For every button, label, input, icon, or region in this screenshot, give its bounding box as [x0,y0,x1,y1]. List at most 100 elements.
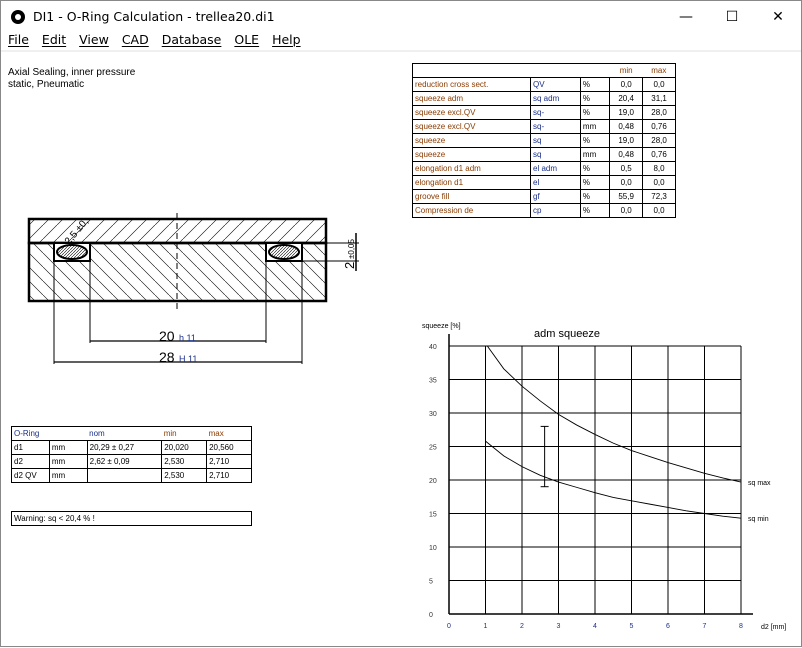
minimize-button[interactable]: — [679,8,693,25]
maximize-button[interactable]: ☐ [725,8,739,25]
cell-unit: % [579,77,611,92]
y-tick-label: 35 [429,378,437,385]
y-tick-label: 10 [429,545,437,552]
cell-label: elongation d1 [412,175,531,190]
menu-file[interactable]: File [8,32,29,47]
cell-label: d2 QV [11,468,50,483]
x-axis-label: d2 [mm] [761,624,786,631]
cell-unit: % [579,105,611,120]
cell-max: 0,76 [642,147,676,162]
cell-max: 0,0 [642,175,676,190]
menu-view[interactable]: View [79,32,109,47]
cell-min: 20,4 [609,91,644,106]
cell-sym: QV [530,77,581,92]
y-tick-label: 15 [429,512,437,519]
seal-cross-section-drawing: 20 h 11 28 H 11 2 ±0,05 2,5 ±0, [27,213,359,365]
cell-min: 0,5 [609,161,644,176]
cell-max: 0,0 [642,203,676,218]
cell-sym: el adm [530,161,581,176]
y-tick-label: 20 [429,478,437,485]
cell-min: 20,020 [161,440,208,455]
header-min: min [161,426,207,441]
ring-dim: 2,5 ±0, [63,216,91,246]
header-max: max [206,426,252,441]
series-label: sq min [748,516,769,523]
cell-label: Compression de [412,203,531,218]
cell-unit: % [579,189,611,204]
cell-label: groove fill [412,189,531,204]
cell-label: squeeze adm [412,91,531,106]
header-nom: nom [87,426,162,441]
cell-sym: gf [530,189,581,204]
cell-label: d1 [11,440,50,455]
header-min: min [609,63,643,78]
y-tick-label: 30 [429,411,437,418]
dim-outer: 28 [159,349,175,365]
window-title: DI1 - O-Ring Calculation - trellea20.di1 [33,9,275,24]
description-line-2: static, Pneumatic [8,79,85,90]
cell-label: squeeze [412,133,531,148]
y-tick-label: 40 [429,344,437,351]
cell-unit: mm [579,119,611,134]
cell-min: 19,0 [609,105,644,120]
cell-max: 0,76 [642,119,676,134]
x-tick-label: 1 [484,623,488,630]
x-tick-label: 2 [520,623,524,630]
y-tick-label: 5 [429,579,433,586]
cell-label: reduction cross sect. [412,77,531,92]
y-axis-label: squeeze [%] [422,323,461,330]
cell-label: squeeze [412,147,531,162]
cell-nom: 2,62 ± 0,09 [86,454,163,469]
menu-ole[interactable]: OLE [234,32,260,47]
cell-min: 19,0 [609,133,644,148]
groove-depth: 2 [342,262,357,269]
cell-unit: mm [579,147,611,162]
menu-cad[interactable]: CAD [121,32,149,47]
cell-sym: el [530,175,581,190]
series-line-sq-max [486,345,742,483]
description-line-1: Axial Sealing, inner pressure [8,67,136,78]
menu-database[interactable]: Database [161,32,222,47]
close-button[interactable]: ✕ [772,8,784,25]
x-tick-label: 0 [447,623,451,630]
cell-max: 2,710 [206,454,252,469]
cell-min: 55,9 [609,189,644,204]
menu-bar: File Edit View CAD Database OLE Help [1,32,801,52]
tol-inner: h 11 [179,333,196,343]
cell-min: 0,0 [609,203,644,218]
cell-label: squeeze excl.QV [412,119,531,134]
menu-help[interactable]: Help [272,32,301,47]
menu-edit[interactable]: Edit [41,32,67,47]
cell-label: squeeze excl.QV [412,105,531,120]
cell-label: elongation d1 adm [412,161,531,176]
groove-tol: ±0,05 [347,238,356,259]
cell-min: 0,48 [609,147,644,162]
cell-unit: mm [48,440,88,455]
header-max: max [642,63,676,78]
cell-min: 2,530 [161,454,208,469]
y-tick-label: 0 [429,612,433,619]
cell-unit: % [579,91,611,106]
cell-min: 0,0 [609,175,644,190]
cell-min: 0,0 [609,77,644,92]
cell-max: 0,0 [642,77,676,92]
cell-sym: sq- [530,119,581,134]
cell-max: 20,560 [206,440,252,455]
header-oring: O-Ring [11,426,88,441]
warning-message: Warning: sq < 20,4 % ! [11,511,252,526]
x-tick-label: 4 [593,623,597,630]
